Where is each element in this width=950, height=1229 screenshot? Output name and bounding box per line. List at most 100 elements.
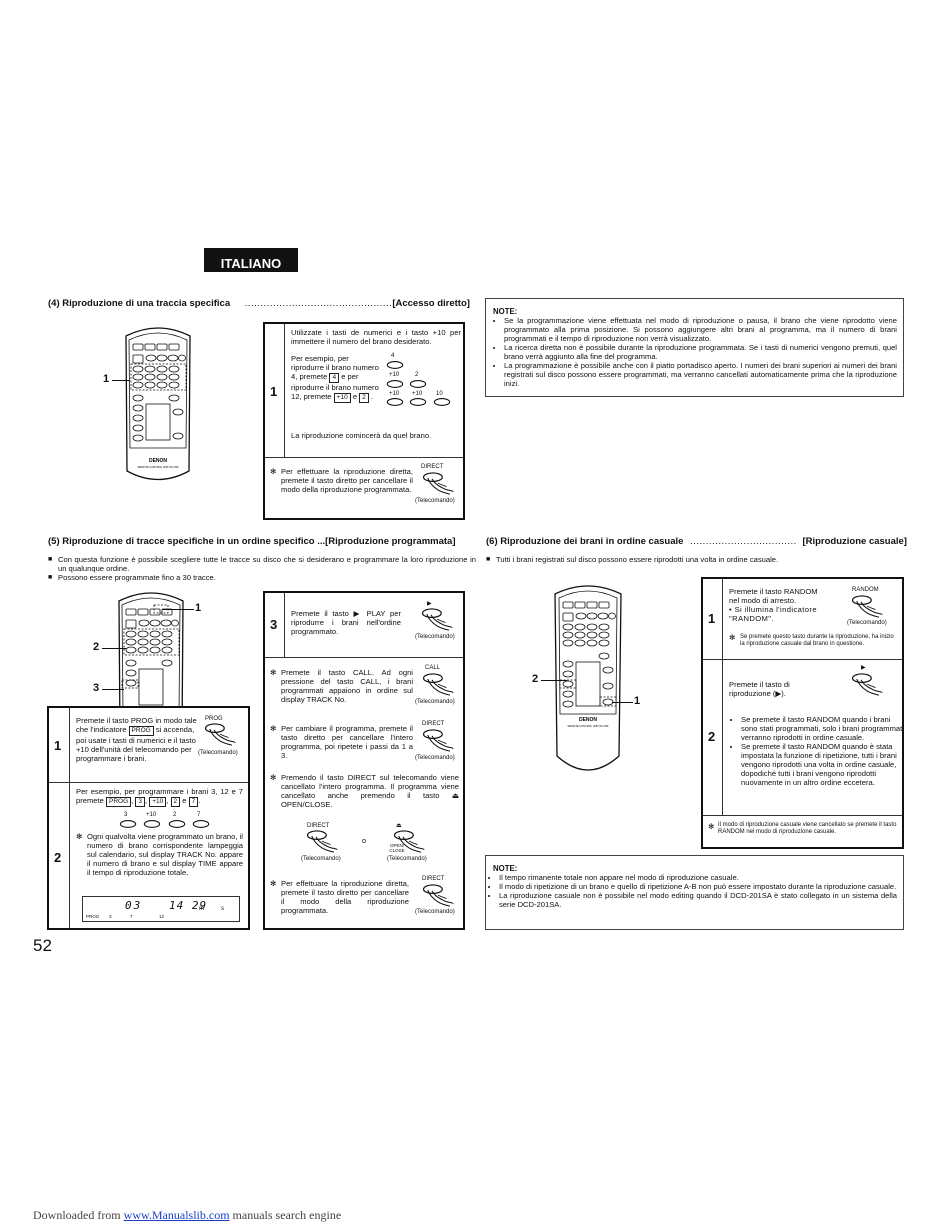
callout-line	[541, 680, 567, 681]
oval-button-icon	[143, 819, 161, 829]
oval-button-icon	[386, 360, 404, 370]
section-6-dots: ..................................	[690, 536, 797, 547]
remote-label: (Telecomando)	[415, 755, 455, 761]
section-4-dots: ........................................…	[244, 298, 393, 309]
button-label: 2	[415, 372, 419, 378]
remote-control-icon	[118, 592, 184, 706]
note-title: NOTE:	[493, 864, 518, 873]
remote-label: (Telecomando)	[387, 856, 427, 862]
step-number: 2	[708, 729, 716, 744]
divider	[284, 593, 285, 657]
button-label: 3	[124, 812, 128, 818]
finger-press-icon	[421, 471, 455, 497]
section-6-bullet: Tutti i brani registrati sul disco posso…	[486, 555, 914, 564]
display-minutes-unit: m	[199, 906, 204, 912]
divider	[703, 659, 902, 660]
section-5-title-text: (5) Riproduzione di tracce specifiche in…	[48, 536, 326, 547]
button-label: +10	[389, 391, 400, 397]
finger-press-icon	[421, 728, 455, 754]
display-calendar-number: 3	[109, 914, 112, 919]
section-6-bracket: [Riproduzione casuale]	[802, 536, 907, 547]
language-badge: ITALIANO	[204, 248, 298, 272]
oval-button-icon	[168, 819, 186, 829]
section-4-bracket: [Accesso diretto]	[392, 298, 470, 309]
note-box-bottom: NOTE: Il tempo rimanente totale non appa…	[485, 855, 904, 930]
finger-press-icon	[203, 722, 237, 748]
key-plus10: +10	[333, 393, 351, 403]
remote-label: (Telecomando)	[198, 750, 238, 756]
step-text: si accenda, poi usate i tasti di numeric…	[76, 725, 196, 763]
remote-label: (Telecomando)	[415, 498, 455, 504]
call-label: CALL	[425, 665, 441, 671]
display-calendar-number: 7	[130, 914, 133, 919]
direct-note: Per effettuare la riproduzione diretta, …	[281, 467, 413, 494]
example-text: Per esempio, per riprodurre il brano num…	[291, 354, 379, 381]
section-4-title: (4) Riproduzione di una traccia specific…	[48, 298, 470, 309]
divider	[703, 815, 902, 816]
remote-control-illustration-2	[114, 591, 188, 706]
step-number: 3	[270, 617, 278, 632]
prog-indicator: PROG	[128, 726, 154, 736]
example-text: e	[352, 392, 358, 401]
finger-press-icon	[421, 883, 455, 909]
section-6-bullets: Tutti i brani registrati sul disco posso…	[486, 555, 914, 564]
asterisk-icon: ✻	[270, 668, 277, 677]
finger-press-icon	[850, 672, 884, 698]
divider	[265, 457, 463, 458]
play-icon: ▶	[427, 601, 432, 607]
key-7: 7	[188, 797, 199, 807]
note-list: Il tempo rimanente totale non appare nel…	[493, 873, 897, 909]
remote-label: (Telecomando)	[847, 620, 887, 626]
footer-prefix: Downloaded from	[33, 1208, 121, 1222]
button-label: +10	[146, 812, 157, 818]
lcd-display: 03 14 29 m s PROG 3 7 12	[82, 896, 240, 922]
or-label: o	[362, 836, 367, 845]
finger-press-icon	[850, 594, 884, 620]
section-5-bracket: [Riproduzione programmata]	[325, 536, 456, 547]
section-6-steps-box: 1 Premete il tasto RANDOM nel modo di ar…	[701, 577, 904, 849]
oval-button-icon	[192, 819, 210, 829]
step-number: 1	[54, 738, 62, 753]
divider	[722, 579, 723, 815]
step-2-note: Ogni qualvolta viene programmato un bran…	[87, 832, 243, 877]
footer-link[interactable]: www.Manualslib.com	[123, 1208, 230, 1222]
button-label: +10	[389, 372, 400, 378]
direct-note: Per effettuare la riproduzione diretta, …	[281, 879, 409, 915]
display-seconds-unit: s	[221, 906, 224, 912]
prog-label: PROG	[205, 716, 223, 722]
divider	[284, 324, 285, 457]
step-3-text: Premete il tasto ▶ PLAY per riprodurre i…	[291, 609, 401, 636]
remote-control-illustration: DENON REMOTE CONTROL UNIT RC-259	[121, 326, 195, 484]
remote-model: REMOTE CONTROL UNIT RC-259	[568, 724, 609, 728]
note-item: La programmazione è possibile anche con …	[504, 361, 897, 388]
footer: Downloaded from www.Manualslib.com manua…	[33, 1208, 341, 1223]
remote-label: (Telecomando)	[301, 856, 341, 862]
step-1-bullet: • Si illumina l'indicatore "RANDOM".	[729, 605, 817, 623]
footer-suffix: manuals search engine	[232, 1208, 342, 1222]
step-end-text: La riproduzione comincerà da quel brano.	[291, 431, 432, 440]
finger-press-icon	[421, 672, 455, 698]
key-3: 3	[135, 797, 145, 807]
step-1-text: Premete il tasto PROG in modo tale che l…	[76, 716, 198, 763]
note-item: La ricerca diretta non è possibile duran…	[504, 343, 897, 361]
section-6-title: (6) Riproduzione dei brani in ordine cas…	[486, 536, 907, 547]
step-example: Per esempio, per riprodurre il brano num…	[291, 354, 379, 403]
section-5-steps-box-2: 3 Premete il tasto ▶ PLAY per riprodurre…	[263, 591, 465, 930]
divider	[265, 657, 463, 658]
callout-1: 1	[634, 695, 641, 707]
play-icon: ▶	[861, 665, 866, 671]
display-track-number: 03	[125, 899, 143, 912]
oval-button-icon	[409, 379, 427, 389]
change-program-note: Per cambiare il programma, premete il ta…	[281, 724, 413, 760]
button-label: 2	[173, 812, 177, 818]
step-2-text: Per esempio, per programmare i brani 3, …	[76, 787, 243, 807]
callout-2: 2	[532, 673, 539, 685]
button-label: 4	[391, 353, 395, 359]
remote-brand: DENON	[149, 458, 167, 464]
step-number: 2	[54, 850, 62, 865]
note-box-top: NOTE: Se la programmazione viene effettu…	[485, 298, 904, 397]
section-5-title: (5) Riproduzione di tracce specifiche in…	[48, 536, 456, 547]
section-4-title-text: (4) Riproduzione di una traccia specific…	[48, 298, 231, 309]
step-2-bullet: Se premete il tasto RANDOM quando è stat…	[741, 742, 905, 787]
example-text: e per riprodurre il brano numero 12, pre…	[291, 372, 379, 401]
